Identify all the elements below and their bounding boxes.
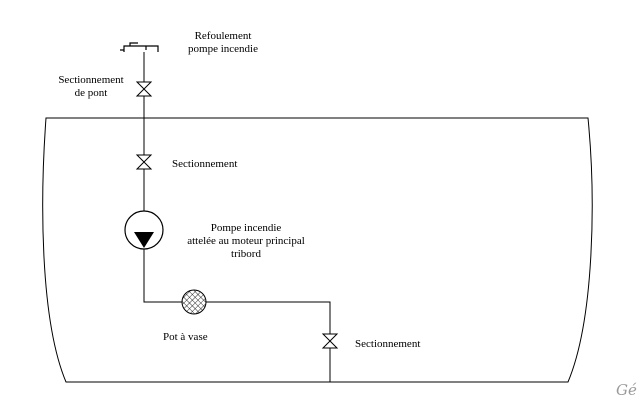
mud-box-strainer bbox=[181, 289, 207, 315]
label-refoulement-line1: Refoulement bbox=[194, 30, 252, 42]
label-pompe-incendie: Pompe incendie attelée au moteur princip… bbox=[172, 222, 320, 261]
label-refoulement-line2: pompe incendie bbox=[188, 43, 258, 55]
label-pompe-line3: tribord bbox=[231, 248, 261, 260]
label-sectionnement-upper: Sectionnement bbox=[172, 158, 238, 170]
label-sectionnement-de-pont: Sectionnement de pont bbox=[50, 74, 132, 100]
label-sect-pont-line2: de pont bbox=[74, 87, 108, 99]
watermark: Gé bbox=[616, 381, 637, 399]
pipe-lower bbox=[143, 249, 331, 382]
label-sect-pont-line1: Sectionnement bbox=[58, 74, 124, 86]
valve-deck bbox=[135, 81, 153, 97]
label-pompe-line1: Pompe incendie bbox=[210, 222, 282, 234]
discharge-outlet bbox=[120, 42, 159, 52]
label-pot-a-vase: Pot à vase bbox=[163, 331, 208, 343]
label-sectionnement-lower: Sectionnement bbox=[355, 338, 421, 350]
fire-pump-symbol bbox=[124, 210, 164, 250]
label-pompe-line2: attelée au moteur principal bbox=[187, 235, 305, 247]
hull-outline bbox=[42, 117, 593, 383]
valve-lower bbox=[321, 333, 339, 349]
valve-upper bbox=[135, 154, 153, 170]
label-refoulement: Refoulement pompe incendie bbox=[175, 30, 271, 56]
